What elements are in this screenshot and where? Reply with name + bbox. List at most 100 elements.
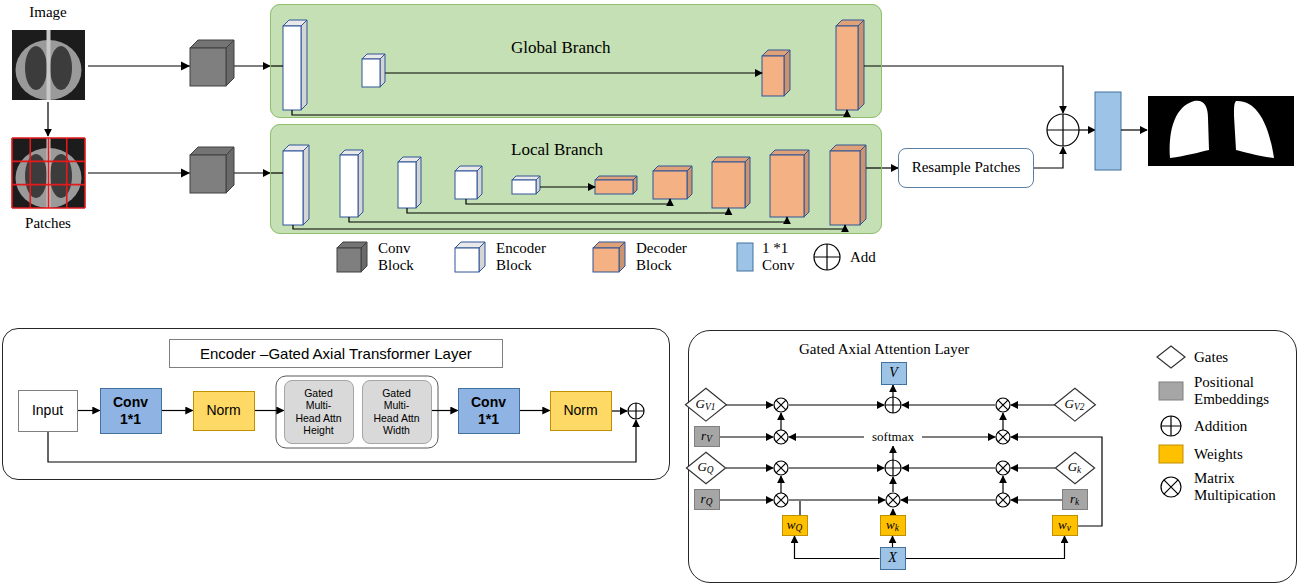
legend-add-symbol-cross bbox=[1161, 416, 1181, 436]
connector-arrow bbox=[906, 536, 1065, 559]
process-box: Resample Patches bbox=[898, 148, 1034, 188]
gate-diamond-shape bbox=[685, 388, 726, 421]
encoder-block bbox=[362, 59, 380, 87]
connector-line bbox=[720, 436, 773, 437]
branch-panel-fill bbox=[270, 124, 882, 234]
node-label: rk bbox=[1070, 492, 1079, 507]
legend-item: Encoder Block bbox=[454, 240, 558, 273]
conv-block bbox=[190, 48, 226, 86]
layer-panel: Encoder –Gated Axial Transformer LayerIn… bbox=[2, 328, 670, 480]
connector-line bbox=[789, 436, 864, 437]
add-symbol-cross bbox=[628, 403, 644, 419]
decoder-block-top bbox=[653, 166, 692, 171]
matmul-symbol-cross bbox=[776, 495, 786, 505]
connector-line bbox=[789, 467, 884, 468]
mask-lung bbox=[1234, 101, 1274, 158]
legend-label: Matrix Multipication bbox=[1194, 470, 1290, 503]
decoder-block bbox=[770, 155, 804, 217]
connector-line bbox=[892, 385, 893, 397]
decoder-block-top bbox=[770, 150, 809, 155]
matmul-symbol-cross bbox=[776, 400, 786, 410]
add-symbol bbox=[885, 460, 901, 476]
connector-line bbox=[1011, 499, 1062, 500]
legend-swatch-block bbox=[593, 248, 619, 272]
encoder-block bbox=[283, 26, 301, 110]
legend-swatch-rect bbox=[1159, 382, 1183, 400]
conv-box: Conv 1*1 bbox=[458, 388, 520, 434]
matmul-symbol bbox=[774, 493, 788, 507]
legend-swatch bbox=[1156, 444, 1186, 464]
connector-line bbox=[1002, 413, 1003, 430]
node-label: Norm bbox=[206, 402, 240, 418]
encoder-block bbox=[340, 155, 358, 217]
branch-panel: Local Branch bbox=[270, 124, 882, 234]
connector-arrow bbox=[47, 102, 48, 136]
legend-swatch bbox=[336, 241, 370, 273]
matmul-symbol-cross bbox=[998, 400, 1008, 410]
embedding-box: rQ bbox=[694, 489, 720, 510]
connector-line bbox=[726, 404, 773, 405]
legend-item: Matrix Multipication bbox=[1156, 470, 1290, 503]
connector-line bbox=[1011, 404, 1055, 405]
encoder-block bbox=[283, 151, 303, 225]
matmul-symbol bbox=[996, 398, 1010, 412]
connector-line bbox=[612, 410, 627, 411]
embedding-box: rV bbox=[694, 426, 720, 447]
connector-arrow bbox=[432, 410, 458, 411]
decoder-block bbox=[595, 180, 633, 194]
add-symbol-cross bbox=[885, 460, 901, 476]
attention-box: Gated Multi-Head Attn Height bbox=[284, 380, 354, 444]
gate-diamond-shape bbox=[1055, 452, 1094, 483]
gate-diamond: GV1 bbox=[685, 388, 727, 421]
connector-arrow bbox=[78, 410, 100, 411]
arrow-head bbox=[181, 169, 190, 178]
decoder-block-side bbox=[687, 166, 692, 199]
add-symbol bbox=[628, 403, 644, 419]
legend-item: Addition bbox=[1156, 414, 1247, 438]
matmul-symbol bbox=[774, 398, 788, 412]
node-label: V bbox=[889, 365, 898, 381]
legend-swatch-rect bbox=[737, 243, 753, 271]
gate-diamond: Gk bbox=[1055, 452, 1095, 484]
connector-line bbox=[902, 467, 995, 468]
add-symbol-cross bbox=[885, 397, 901, 413]
connector-line bbox=[901, 499, 995, 500]
connector-line bbox=[780, 413, 781, 430]
conv-block bbox=[190, 155, 226, 193]
legend-item: Decoder Block bbox=[592, 240, 698, 273]
matmul-symbol bbox=[774, 461, 788, 475]
legend-item: Add bbox=[812, 242, 876, 272]
connector-line bbox=[407, 208, 729, 213]
node-label: wk bbox=[886, 518, 899, 533]
node-label: Global Branch bbox=[511, 38, 611, 58]
conv-block-side bbox=[226, 40, 234, 86]
patch-grid-line bbox=[84, 138, 86, 208]
node-label: Gated Axial Attention Layer bbox=[799, 341, 969, 358]
connector-line bbox=[1011, 467, 1055, 468]
decoder-block-side bbox=[784, 50, 790, 96]
conv-box: Conv 1*1 bbox=[100, 388, 162, 434]
connector-line bbox=[789, 499, 885, 500]
connector-arrow bbox=[255, 410, 284, 411]
connector-line bbox=[1034, 147, 1063, 168]
legend-swatch-block-side bbox=[619, 242, 625, 272]
input-box: Input bbox=[18, 390, 78, 432]
legend-add-symbol bbox=[1161, 416, 1181, 436]
connector-line bbox=[1011, 437, 1102, 526]
patch-grid-line bbox=[29, 138, 31, 208]
decoder-block-side bbox=[860, 145, 866, 225]
encoder-block bbox=[512, 180, 536, 194]
decoder-block-side bbox=[858, 20, 864, 110]
legend-swatch bbox=[736, 242, 754, 272]
operation-label: softmax bbox=[853, 428, 933, 446]
legend-swatch-block-side bbox=[479, 242, 485, 272]
add-symbol bbox=[885, 397, 901, 413]
add-symbol-cross bbox=[1047, 114, 1079, 146]
legend-label: Conv Block bbox=[378, 240, 424, 273]
node-label: wv bbox=[1058, 518, 1071, 533]
legend-gate-diamond bbox=[1157, 346, 1185, 368]
patch-grid-line bbox=[12, 184, 85, 186]
operation-label-text: softmax bbox=[869, 428, 917, 446]
